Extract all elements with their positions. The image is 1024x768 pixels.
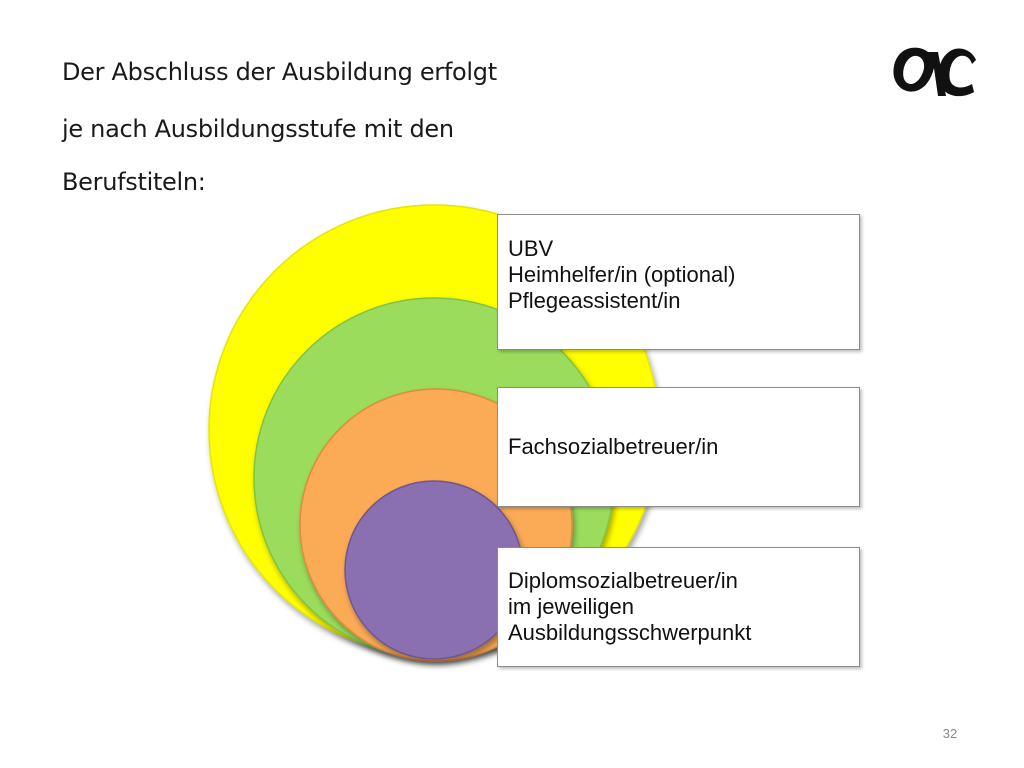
label-line: UBV xyxy=(508,236,554,261)
slide-title-line-3: Berufstiteln: xyxy=(62,168,206,196)
ac-logo-icon xyxy=(893,47,976,97)
slide-title-line-2: je nach Ausbildungsstufe mit den xyxy=(62,115,454,143)
label-box-diplomsozialbetreuer: Diplomsozialbetreuer/in im jeweiligen Au… xyxy=(497,547,860,667)
label-line: im jeweiligen xyxy=(508,594,634,619)
label-box-fachsozialbetreuer: Fachsozialbetreuer/in xyxy=(497,387,860,507)
label-line: Fachsozialbetreuer/in xyxy=(508,434,719,459)
slide-title-line-1: Der Abschluss der Ausbildung erfolgt xyxy=(62,58,497,86)
label-box-ubv: UBV Heimhelfer/in (optional) Pflegeassis… xyxy=(497,214,860,350)
label-line: Heimhelfer/in (optional) xyxy=(508,262,736,287)
page-number: 32 xyxy=(942,726,958,741)
label-line: Diplomsozialbetreuer/in xyxy=(508,568,738,593)
label-line: Ausbildungsschwerpunkt xyxy=(508,620,752,645)
label-line: Pflegeassistent/in xyxy=(508,288,681,313)
